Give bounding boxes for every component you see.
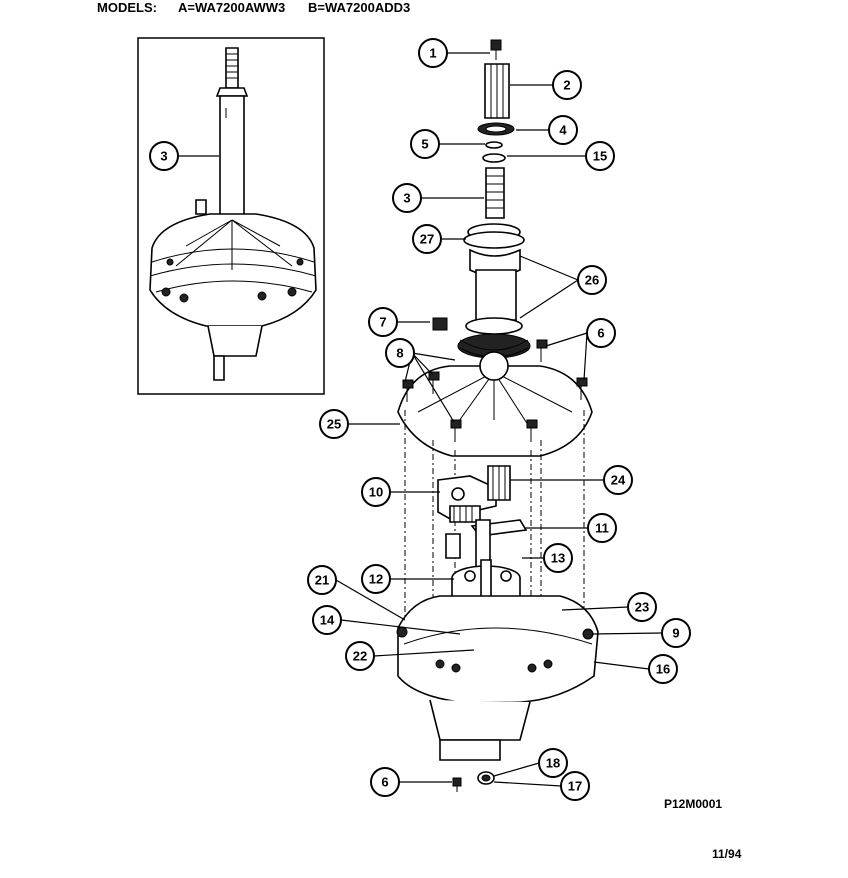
svg-text:24: 24 [611, 473, 626, 488]
callout-13: 13 [543, 543, 573, 573]
callout-3-inset: 3 [149, 141, 179, 171]
callout-9: 9 [661, 618, 691, 648]
leader-lines [178, 52, 663, 787]
callout-17: 17 [560, 771, 590, 801]
svg-text:7: 7 [379, 315, 386, 330]
callout-22: 22 [345, 641, 375, 671]
callout-14: 14 [312, 605, 342, 635]
callout-18: 18 [538, 748, 568, 778]
svg-text:5: 5 [421, 137, 428, 152]
inset-frame [137, 37, 325, 395]
svg-text:27: 27 [420, 232, 434, 247]
date-code: 11/94 [712, 847, 742, 861]
svg-text:13: 13 [551, 551, 565, 566]
callout-11: 11 [587, 513, 617, 543]
svg-text:9: 9 [672, 626, 679, 641]
callout-1: 1 [418, 38, 448, 68]
callout-25: 25 [319, 409, 349, 439]
callout-8: 8 [385, 338, 415, 368]
svg-text:14: 14 [320, 613, 335, 628]
callout-21: 21 [307, 565, 337, 595]
callout-7: 7 [368, 307, 398, 337]
svg-text:23: 23 [635, 600, 649, 615]
svg-text:8: 8 [396, 346, 403, 361]
svg-text:6: 6 [381, 775, 388, 790]
inset-assembled-transmission [149, 47, 317, 381]
svg-text:12: 12 [369, 572, 383, 587]
svg-text:15: 15 [593, 149, 607, 164]
svg-text:1: 1 [429, 46, 436, 61]
callout-10: 10 [361, 477, 391, 507]
svg-text:3: 3 [160, 149, 167, 164]
callout-6-bottom: 6 [370, 767, 400, 797]
svg-text:2: 2 [563, 78, 570, 93]
svg-text:4: 4 [559, 123, 567, 138]
callout-2: 2 [552, 70, 582, 100]
callout-16: 16 [648, 654, 678, 684]
svg-text:21: 21 [315, 573, 329, 588]
svg-text:16: 16 [656, 662, 670, 677]
callout-26: 26 [577, 265, 607, 295]
callout-3-main: 3 [392, 183, 422, 213]
svg-text:26: 26 [585, 273, 599, 288]
model-b-label: B=WA7200ADD3 [308, 0, 410, 15]
svg-text:25: 25 [327, 417, 341, 432]
svg-text:3: 3 [403, 191, 410, 206]
svg-text:10: 10 [369, 485, 383, 500]
callout-27: 27 [412, 224, 442, 254]
svg-text:11: 11 [595, 521, 609, 536]
model-a-label: A=WA7200AWW3 [178, 0, 285, 15]
models-label: MODELS: [97, 0, 157, 15]
callout-4: 4 [548, 115, 578, 145]
callout-15: 15 [585, 141, 615, 171]
callout-23: 23 [627, 592, 657, 622]
callout-5: 5 [410, 129, 440, 159]
main-exploded-assembly [396, 39, 599, 792]
callout-12: 12 [361, 564, 391, 594]
diagram-code: P12M0001 [664, 797, 722, 811]
svg-text:6: 6 [597, 326, 604, 341]
svg-text:17: 17 [568, 779, 582, 794]
svg-text:18: 18 [546, 756, 560, 771]
callout-6-top: 6 [586, 318, 616, 348]
svg-text:22: 22 [353, 649, 367, 664]
callout-24: 24 [603, 465, 633, 495]
